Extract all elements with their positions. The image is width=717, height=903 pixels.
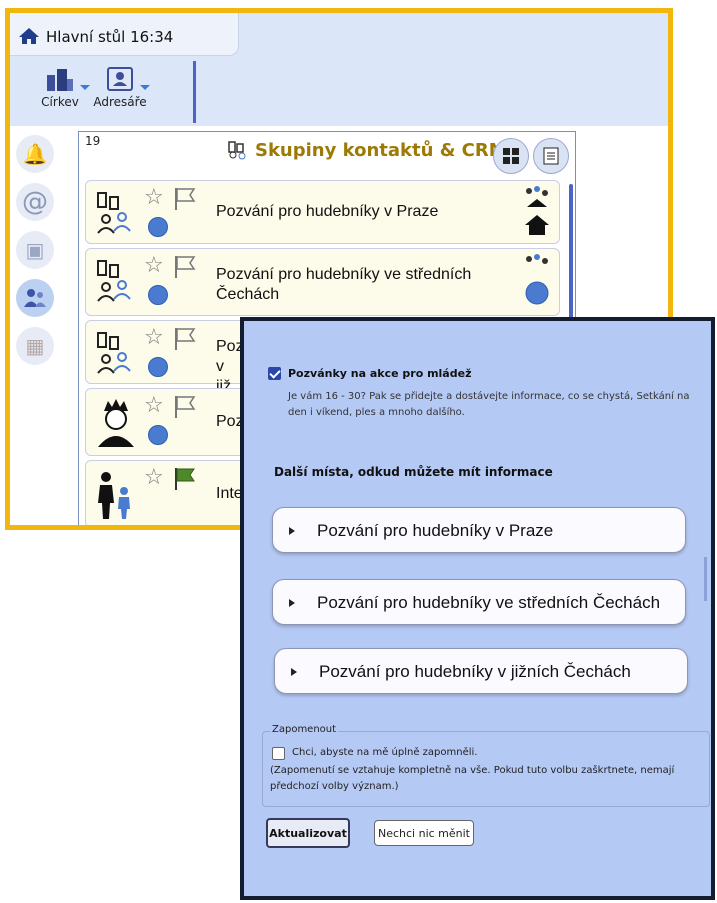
source-link-label: Pozvání pro hudebníky v jižních Čechách (319, 662, 631, 681)
source-link-label: Pozvání pro hudebníky v Praze (317, 521, 554, 540)
update-button[interactable]: Aktualizovat (266, 818, 350, 848)
list-item-label: Pozvání pro hudebníky v Praze (216, 203, 439, 220)
tool-cirkev[interactable]: Církev (30, 65, 90, 109)
layout-toggle-button[interactable] (493, 138, 529, 174)
church-building-icon (47, 69, 73, 91)
panel-title-text: Skupiny kontaktů & CRM (255, 140, 507, 161)
forget-me-description: (Zapomenutí se vztahuje kompletně na vše… (270, 765, 675, 792)
tool-label: Adresáře (93, 95, 147, 109)
toolbar-separator (193, 61, 196, 123)
sidebar-item-contacts[interactable] (16, 279, 54, 317)
flag-icon[interactable] (174, 327, 196, 351)
contacts-crm-icon (228, 141, 246, 160)
more-sources-heading: Další místa, odkud můžete mít informace (274, 465, 553, 479)
sidebar-item-messages[interactable]: ▣ (16, 231, 54, 269)
group-share-icon (525, 186, 549, 235)
list-item-label: Pozvání pro hudebníky ve středních Čechá… (216, 266, 472, 303)
flag-icon[interactable] (174, 395, 196, 419)
sidebar-item-calendar[interactable]: ▦ (16, 327, 54, 365)
group-share-icon (525, 254, 549, 305)
globe-icon (148, 425, 168, 445)
source-link-praha[interactable]: Pozvání pro hudebníky v Praze (272, 507, 686, 553)
preferences-dialog: Pozvánky na akce pro mládež Je vám 16 - … (240, 317, 715, 900)
dialog-scrollbar[interactable] (704, 557, 707, 601)
at-icon: @ (22, 187, 48, 217)
cancel-button[interactable]: Nechci nic měnit (374, 820, 474, 846)
parent-child-icon (98, 472, 130, 519)
chevron-down-icon (140, 85, 150, 90)
group-icon (97, 332, 131, 374)
people-icon (24, 289, 46, 307)
flag-icon[interactable] (174, 255, 196, 279)
group-count: 19 (85, 134, 101, 148)
toolbar: Hlavní stůl 16:34 Církev Adresáře (10, 13, 668, 126)
sidebar-item-email[interactable]: @ (16, 183, 54, 221)
source-link-jizni-cechy[interactable]: Pozvání pro hudebníky v jižních Čechách (274, 648, 688, 694)
group-icon (97, 192, 131, 234)
person-avatar-icon (98, 399, 134, 447)
star-icon[interactable]: ☆ (144, 393, 164, 418)
globe-icon (148, 285, 168, 305)
tool-label: Církev (41, 95, 79, 109)
star-icon[interactable]: ☆ (144, 465, 164, 490)
forget-legend: Zapomenout (270, 724, 339, 735)
group-icon (97, 260, 131, 302)
message-icon: ▣ (25, 238, 45, 262)
list-view-button[interactable] (533, 138, 569, 174)
youth-events-description: Je vám 16 - 30? Pak se přidejte a dostáv… (288, 391, 690, 418)
source-link-label: Pozvání pro hudebníky ve středních Čechá… (317, 593, 661, 612)
grid-icon (503, 148, 519, 164)
tool-adresare[interactable]: Adresáře (90, 65, 150, 109)
expand-triangle-icon (291, 668, 297, 676)
forget-me-label: Chci, abyste na mě úplně zapomněli. (292, 747, 478, 758)
address-book-icon (107, 67, 133, 91)
calendar-icon: ▦ (25, 334, 45, 358)
panel-title: Skupiny kontaktů & CRM i (227, 140, 524, 162)
star-icon[interactable]: ☆ (144, 253, 164, 278)
chevron-down-icon (80, 85, 90, 90)
expand-triangle-icon (289, 599, 295, 607)
source-link-stredni-cechy[interactable]: Pozvání pro hudebníky ve středních Čechá… (272, 579, 686, 625)
forget-me-checkbox[interactable] (272, 747, 285, 760)
sidebar-item-bell[interactable]: 🔔 (16, 135, 54, 173)
globe-icon (148, 217, 168, 237)
list-item[interactable]: ☆ Pozvání pro hudebníky v Praze (85, 180, 560, 244)
list-icon (543, 147, 559, 165)
flag-icon[interactable] (174, 467, 196, 491)
topbar-title: Hlavní stůl 16:34 (46, 28, 174, 46)
star-icon[interactable]: ☆ (144, 185, 164, 210)
youth-events-label: Pozvánky na akce pro mládež (288, 367, 472, 380)
globe-icon (148, 357, 168, 377)
star-icon[interactable]: ☆ (144, 325, 164, 350)
list-item[interactable]: ☆ Pozvání pro hudebníky ve středních Čec… (85, 248, 560, 316)
home-icon[interactable] (18, 27, 40, 45)
bell-icon: 🔔 (22, 142, 48, 166)
top-bar[interactable]: Hlavní stůl 16:34 (10, 13, 239, 56)
flag-icon[interactable] (174, 187, 196, 211)
expand-triangle-icon (289, 527, 295, 535)
youth-events-checkbox[interactable] (268, 367, 281, 380)
forget-fieldset (262, 731, 710, 807)
